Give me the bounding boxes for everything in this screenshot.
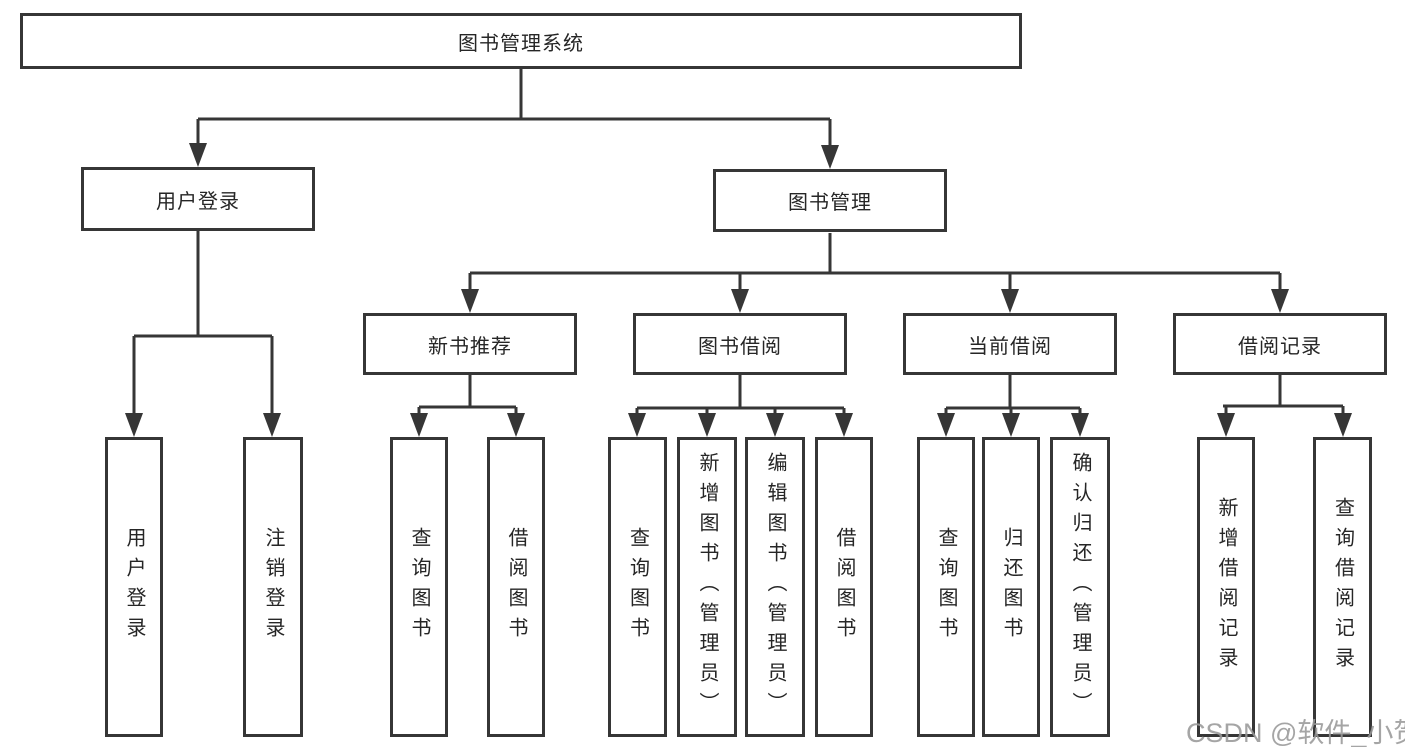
node-current-borrow: 当前借阅: [903, 313, 1117, 375]
node-borrow-records-label: 借阅记录: [1238, 335, 1322, 358]
leaf-label: 查询图书: [626, 527, 649, 647]
leaf-label: 确认归还（管理员）: [1069, 452, 1091, 722]
leaf-label: 查询借阅记录: [1331, 497, 1354, 677]
leaf-label: 查询图书: [408, 527, 430, 647]
node-root: 图书管理系统: [20, 13, 1022, 69]
leaf-current-confirm: 确认归还（管理员）: [1050, 437, 1110, 737]
leaf-user-login: 用户登录: [105, 437, 163, 737]
node-borrowing-label: 图书借阅: [698, 335, 782, 358]
node-new-books-label: 新书推荐: [428, 335, 512, 358]
node-current-borrow-label: 当前借阅: [968, 335, 1052, 358]
csdn-watermark-text: CSDN @软件_小贺同: [1186, 718, 1405, 747]
leaf-records-add: 新增借阅记录: [1197, 437, 1255, 737]
node-book-mgmt: 图书管理: [713, 169, 947, 232]
leaf-current-query: 查询图书: [917, 437, 975, 737]
leaf-newbooks-query: 查询图书: [390, 437, 448, 737]
leaf-records-query: 查询借阅记录: [1313, 437, 1372, 737]
leaf-label: 新增借阅记录: [1215, 497, 1237, 677]
leaf-label: 借阅图书: [505, 527, 527, 647]
csdn-watermark: CSDN @软件_小贺同学: [1186, 711, 1405, 747]
leaf-label: 查询图书: [935, 527, 957, 647]
leaf-label: 新增图书（管理员）: [696, 452, 718, 722]
leaf-logout: 注销登录: [243, 437, 303, 737]
leaf-label: 注销登录: [262, 527, 284, 647]
node-borrowing: 图书借阅: [633, 313, 847, 375]
node-user-login-label: 用户登录: [156, 190, 240, 213]
leaf-borrowing-edit: 编辑图书（管理员）: [745, 437, 805, 737]
leaf-borrowing-add: 新增图书（管理员）: [677, 437, 737, 737]
node-borrow-records: 借阅记录: [1173, 313, 1387, 375]
leaf-newbooks-borrow: 借阅图书: [487, 437, 545, 737]
node-root-label: 图书管理系统: [458, 32, 584, 55]
node-user-login: 用户登录: [81, 167, 315, 231]
leaf-borrowing-borrow: 借阅图书: [815, 437, 873, 737]
leaf-current-return: 归还图书: [982, 437, 1040, 737]
leaf-label: 编辑图书（管理员）: [764, 452, 786, 722]
leaf-label: 用户登录: [123, 527, 145, 647]
leaf-borrowing-query: 查询图书: [608, 437, 667, 737]
leaf-label: 借阅图书: [833, 527, 855, 647]
leaf-label: 归还图书: [1000, 527, 1022, 647]
node-book-mgmt-label: 图书管理: [788, 192, 872, 214]
node-new-books: 新书推荐: [363, 313, 577, 375]
